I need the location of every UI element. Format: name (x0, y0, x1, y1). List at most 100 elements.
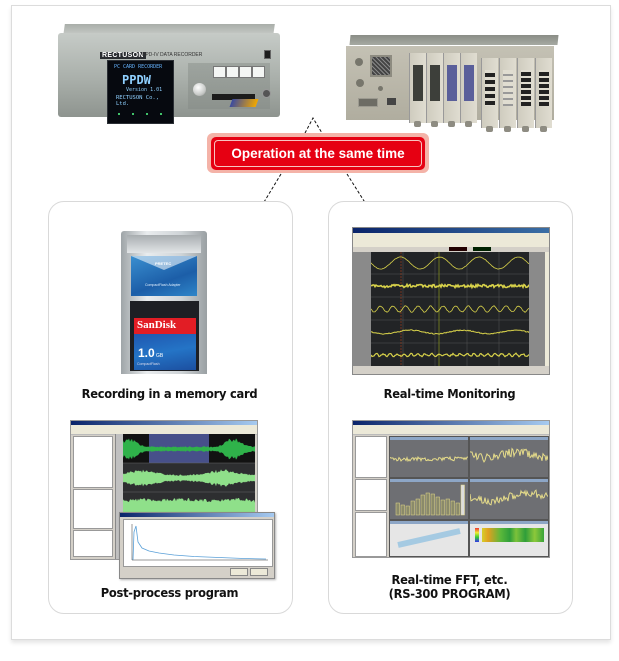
bar (460, 484, 465, 516)
caption-fft-line-1: Real-time FFT, etc. (391, 572, 508, 587)
channel-indicators (529, 252, 545, 366)
wave-channel-5 (370, 352, 530, 358)
status-led (146, 113, 148, 115)
bars-svg (395, 484, 465, 516)
chart-pane (469, 478, 549, 520)
recorder-button (252, 66, 265, 78)
monitoring-screenshot (352, 227, 550, 375)
fft-svg (131, 524, 268, 561)
adapter-brand: PRETEC (155, 261, 172, 266)
rack-module (460, 53, 477, 127)
rack-module (426, 53, 443, 127)
dialog-button-ok (250, 568, 268, 576)
fft-dialog (119, 512, 275, 579)
ethernet-port (387, 98, 396, 105)
card-capacity-unit: GB (156, 353, 164, 359)
screen-line-1: PC CARD RECORDER (114, 64, 163, 70)
recorder-brand: RECTUSON (100, 52, 146, 59)
adapter-label: PRETEC CompactFlash Adapter (131, 256, 197, 296)
vertical-scrollbar (545, 252, 549, 366)
green-readout (473, 247, 491, 251)
time-ruler (115, 434, 124, 559)
channel-labels (353, 252, 371, 366)
screen-line-2: PPDW (122, 73, 151, 87)
status-bar (353, 366, 549, 374)
caption-fft-line-2: (RS-300 PROGRAM) (388, 586, 511, 601)
recorder-model: PPD-IV DATA RECORDER (142, 52, 203, 58)
channels-pane (355, 512, 387, 557)
spectrogram-pane (469, 520, 549, 557)
wave-track-2 (123, 469, 255, 487)
rack-module (409, 53, 426, 127)
card-capacity: 1.0 (138, 346, 155, 360)
wave-channel-1 (370, 256, 530, 270)
fan-icon (370, 55, 392, 77)
adapter-top (127, 235, 201, 253)
recorder-knob (193, 83, 206, 96)
waveform-svg (370, 252, 530, 366)
wave-channel-3 (370, 305, 530, 313)
scatter-pane (389, 520, 469, 557)
chart-pane (389, 436, 469, 478)
status-led (118, 113, 120, 115)
bar (450, 500, 455, 516)
rack-module (499, 58, 516, 132)
chart-pane (469, 436, 549, 478)
red-readout (449, 247, 467, 251)
bar-chart-pane (389, 478, 469, 520)
bar (435, 496, 440, 516)
bar (420, 494, 425, 516)
bar (400, 504, 405, 516)
adapter-text: CompactFlash Adapter (145, 283, 181, 287)
rack-screw (378, 86, 383, 91)
recorder-screen: PC CARD RECORDER PPDW Version 1.01 RECTU… (107, 60, 174, 124)
recorder-button (239, 66, 252, 78)
rs300-screenshot (352, 420, 550, 558)
card-slot (212, 94, 255, 100)
bar (440, 499, 445, 516)
window-titlebar (353, 421, 549, 425)
device-tree (355, 436, 387, 478)
info-pane (73, 530, 113, 557)
screen-line-4: RECTUSON Co., Ltd. (116, 95, 160, 107)
serial-port (358, 98, 378, 107)
window-menubar (71, 425, 257, 428)
status-led (132, 113, 134, 115)
dialog-titlebar (120, 513, 274, 517)
wave-channel-2 (370, 282, 530, 290)
waveform-svg (123, 434, 255, 519)
window-titlebar (353, 228, 549, 233)
waveform-area (123, 434, 255, 522)
bar (405, 505, 410, 516)
rack-button (355, 58, 363, 66)
operation-badge (211, 137, 425, 170)
power-switch (264, 50, 271, 59)
file-tree (73, 436, 113, 488)
recorder-button (213, 66, 226, 78)
screen-line-3: Version 1.01 (126, 87, 163, 93)
badge-inner-border (214, 140, 422, 167)
caption-monitoring: Real-time Monitoring (383, 386, 516, 401)
rack-module (481, 58, 498, 132)
caption-postprocess: Post-process program (100, 585, 239, 600)
bar (445, 498, 450, 516)
card-brand-strip: SanDisk (134, 318, 196, 334)
waveform-plot (370, 252, 530, 366)
bar (430, 493, 435, 516)
trace-2 (469, 447, 549, 463)
bar (425, 492, 430, 516)
window-toolbar (353, 428, 549, 435)
dashed-line-up (304, 116, 323, 134)
rack-connector (356, 79, 364, 87)
channel-list (73, 489, 113, 529)
card-brand: SanDisk (137, 319, 177, 331)
window-menubar (353, 425, 549, 428)
bar (415, 498, 420, 516)
dialog-button-save (230, 568, 248, 576)
bar (395, 502, 400, 516)
wave-track-1 (123, 438, 255, 460)
recorder-button (226, 66, 239, 78)
rack-module (517, 58, 534, 132)
trace-4 (469, 489, 549, 506)
badge-label: Operation at the same time (231, 146, 405, 161)
